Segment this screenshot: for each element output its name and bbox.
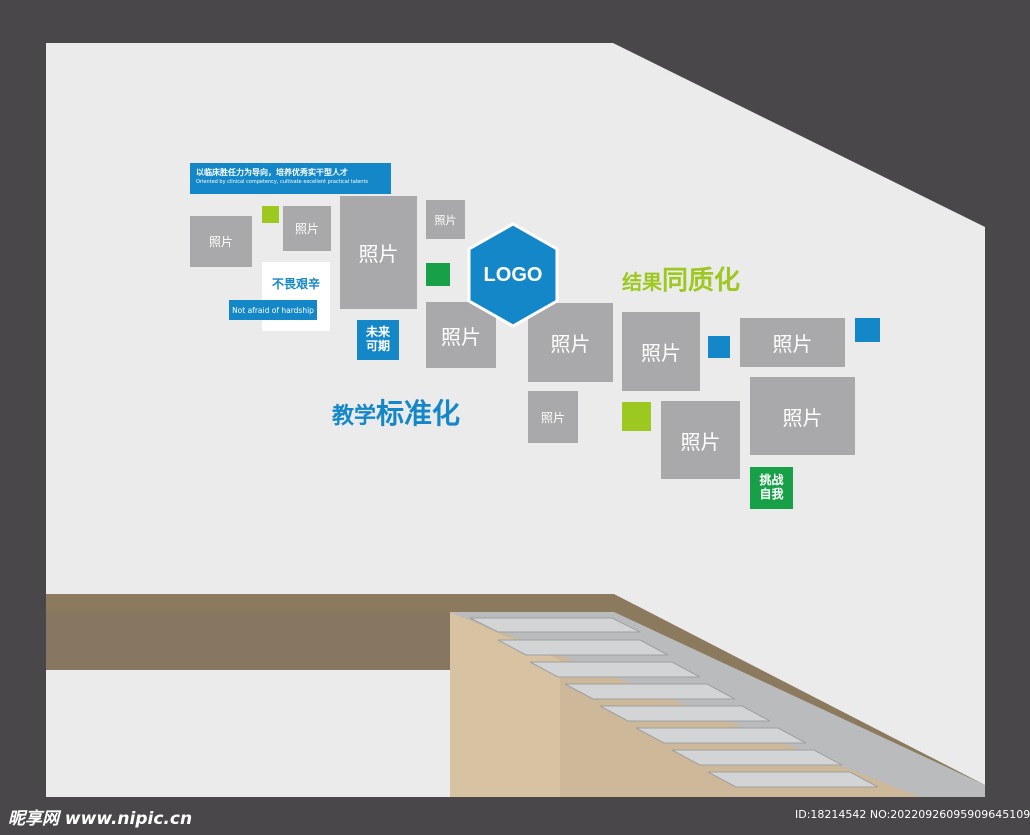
- results-slogan-part1: 结果: [622, 270, 662, 294]
- accent-square: [262, 206, 279, 223]
- teaching-slogan-part2: 标准化: [376, 397, 461, 430]
- photo-placeholder: 照片: [528, 303, 613, 382]
- hardship-tag-panel: [262, 262, 330, 331]
- photo-placeholder: 照片: [740, 318, 845, 367]
- logo-hexagon: [467, 222, 559, 328]
- future-tag: 未来 可期: [357, 320, 399, 360]
- challenge-tag-line1: 挑战: [759, 473, 784, 488]
- banner-title: 以临床胜任力为导向，培养优秀实干型人才: [196, 168, 348, 177]
- photo-placeholder: 照片: [426, 302, 496, 368]
- stair-steps: [469, 617, 879, 788]
- teaching-slogan: 教学标准化: [332, 392, 460, 432]
- accent-square: [622, 402, 651, 431]
- hardship-tag-en: Not afraid of hardship: [229, 300, 317, 320]
- photo-placeholder: 照片: [528, 391, 578, 443]
- skirting-lower: [46, 612, 450, 670]
- photo-placeholder: 照片: [426, 200, 465, 239]
- hardship-tag-cn: 不畏艰辛: [271, 277, 320, 291]
- accent-square: [708, 336, 730, 358]
- photo-placeholder: 照片: [283, 206, 331, 251]
- banner: 以临床胜任力为导向，培养优秀实干型人才 Oriented by clinical…: [190, 163, 391, 194]
- accent-square: [855, 318, 880, 342]
- photo-placeholder: 照片: [622, 312, 700, 391]
- results-slogan-part2: 同质化: [662, 266, 741, 296]
- banner-subtitle: Oriented by clinical competency, cultiva…: [196, 179, 369, 185]
- future-tag-line1: 未来: [365, 325, 390, 340]
- photo-placeholder: 照片: [661, 401, 740, 479]
- photo-placeholder: 照片: [750, 377, 855, 455]
- teaching-slogan-part1: 教学: [332, 404, 377, 429]
- photo-placeholder: 照片: [190, 216, 252, 267]
- photo-placeholder: 照片: [340, 196, 417, 309]
- watermark-site: 昵享网 www.nipic.cn: [8, 809, 193, 829]
- staircase-body: [450, 612, 985, 797]
- challenge-tag-line2: 自我: [759, 487, 784, 501]
- watermark-id: ID:18214542 NO:20220926095909645109: [795, 808, 1030, 821]
- results-slogan: 结果同质化: [622, 260, 740, 297]
- stair-side-shade: [450, 612, 560, 797]
- future-tag-line2: 可期: [365, 339, 390, 353]
- challenge-tag: 挑战 自我: [750, 467, 793, 509]
- logo-text: LOGO: [483, 263, 543, 286]
- accent-square: [426, 263, 450, 286]
